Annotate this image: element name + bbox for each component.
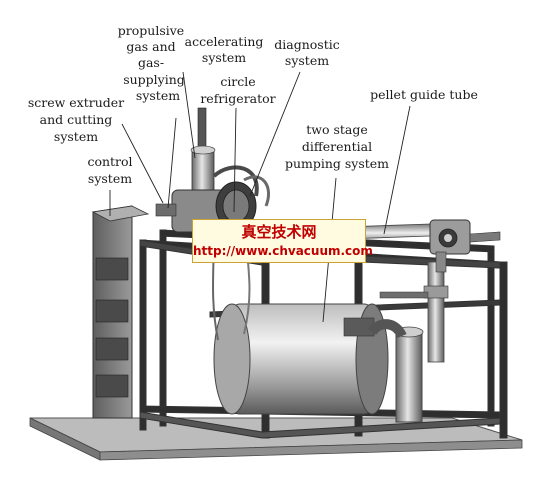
watermark: 真空技术网 http://www.chvacuum.com xyxy=(192,219,373,263)
label-line: system xyxy=(202,50,246,65)
label-line: system xyxy=(54,129,98,144)
vacuum-drum xyxy=(213,303,389,415)
label-line: propulsive xyxy=(118,23,184,38)
label-line: diagnostic xyxy=(274,37,339,52)
label-propulsive-gas-system: propulsive gas and gas- supplying system xyxy=(118,23,185,103)
label-line: system xyxy=(88,171,132,186)
label-line: differential xyxy=(302,139,372,154)
label-line: accelerating xyxy=(185,34,264,49)
label-circle-refrigerator: circle refrigerator xyxy=(200,74,275,106)
label-line: system xyxy=(285,53,329,68)
label-diagnostic-system: diagnostic system xyxy=(274,37,339,68)
label-line: gas and xyxy=(126,39,175,54)
label-control-system: control system xyxy=(87,154,132,186)
label-pellet-guide-tube: pellet guide tube xyxy=(370,87,478,102)
label-line: circle xyxy=(220,74,255,89)
label-line: pumping system xyxy=(285,156,389,171)
label-line: gas- xyxy=(138,55,164,70)
label-line: supplying xyxy=(123,72,185,87)
control-cabinet xyxy=(91,205,150,419)
label-two-stage-pumping: two stage differential pumping system xyxy=(285,122,389,171)
label-line: screw extruder xyxy=(28,95,124,110)
pump-column xyxy=(367,261,449,423)
label-screw-extruder: screw extruder and cutting system xyxy=(28,95,124,144)
watermark-url: http://www.chvacuum.com xyxy=(193,244,373,258)
label-line: two stage xyxy=(306,122,368,137)
label-accelerating-system: accelerating system xyxy=(185,34,264,65)
watermark-text: 真空技术网 xyxy=(241,223,317,241)
label-line: control xyxy=(87,154,132,169)
leader-lines xyxy=(109,71,411,323)
label-line: pellet guide tube xyxy=(370,87,478,102)
label-line: refrigerator xyxy=(200,91,275,106)
label-line: system xyxy=(136,88,180,103)
label-line: and cutting xyxy=(40,112,113,127)
